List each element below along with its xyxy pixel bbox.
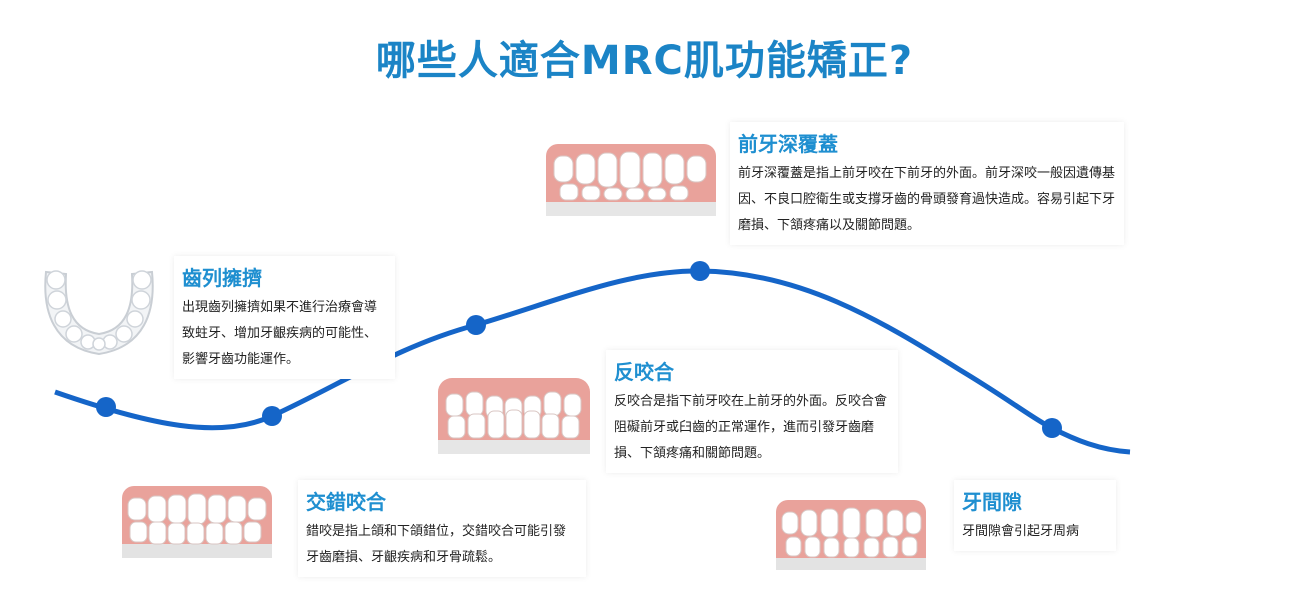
card-underbite-desc: 反咬合是指下前牙咬在上前牙的外面。反咬合會阻礙前牙或臼齒的正常運作，進而引發牙齒… bbox=[614, 394, 888, 461]
card-crossbite-heading: 交錯咬合 bbox=[306, 490, 386, 514]
curve-node-1 bbox=[96, 397, 116, 417]
curve-node-2 bbox=[262, 406, 282, 426]
card-crowding: 齒列擁擠 出現齒列擁擠如果不進行治療會導致蛀牙、增加牙齦疾病的可能性、影響牙齒功… bbox=[174, 256, 395, 379]
teeth-deepbite-icon bbox=[546, 144, 716, 216]
curve-node-5 bbox=[1042, 418, 1062, 438]
card-crossbite-desc: 錯咬是指上頜和下頜錯位，交錯咬合可能引發牙齒磨損、牙齦疾病和牙骨疏鬆。 bbox=[306, 524, 567, 565]
card-crowding-desc: 出現齒列擁擠如果不進行治療會導致蛀牙、增加牙齦疾病的可能性、影響牙齒功能運作。 bbox=[182, 300, 378, 367]
page-title: 哪些人適合MRC肌功能矯正? bbox=[375, 38, 914, 84]
teeth-underbite-icon bbox=[438, 378, 590, 454]
card-underbite-heading: 反咬合 bbox=[614, 360, 674, 384]
card-gap: 牙間隙 牙間隙會引起牙周病 bbox=[954, 480, 1116, 551]
card-deepbite-desc: 前牙深覆蓋是指上前牙咬在下前牙的外面。前牙深咬一般因遺傳基因、不良口腔衛生或支撐… bbox=[738, 166, 1116, 233]
card-crowding-heading: 齒列擁擠 bbox=[182, 266, 262, 290]
card-underbite: 反咬合 反咬合是指下前牙咬在上前牙的外面。反咬合會阻礙前牙或臼齒的正常運作，進而… bbox=[606, 350, 898, 473]
card-deepbite: 前牙深覆蓋 前牙深覆蓋是指上前牙咬在下前牙的外面。前牙深咬一般因遺傳基因、不良口… bbox=[730, 122, 1124, 245]
curve-node-4 bbox=[690, 261, 710, 281]
card-gap-desc: 牙間隙會引起牙周病 bbox=[962, 524, 1080, 539]
card-deepbite-heading: 前牙深覆蓋 bbox=[738, 132, 838, 156]
teeth-crossbite-icon bbox=[122, 486, 272, 558]
card-crossbite: 交錯咬合 錯咬是指上頜和下頜錯位，交錯咬合可能引發牙齒磨損、牙齦疾病和牙骨疏鬆。 bbox=[298, 480, 586, 577]
teeth-gap-icon bbox=[776, 500, 926, 570]
curve-node-3 bbox=[466, 315, 486, 335]
card-gap-heading: 牙間隙 bbox=[962, 490, 1022, 514]
teeth-arch-icon bbox=[44, 270, 154, 356]
